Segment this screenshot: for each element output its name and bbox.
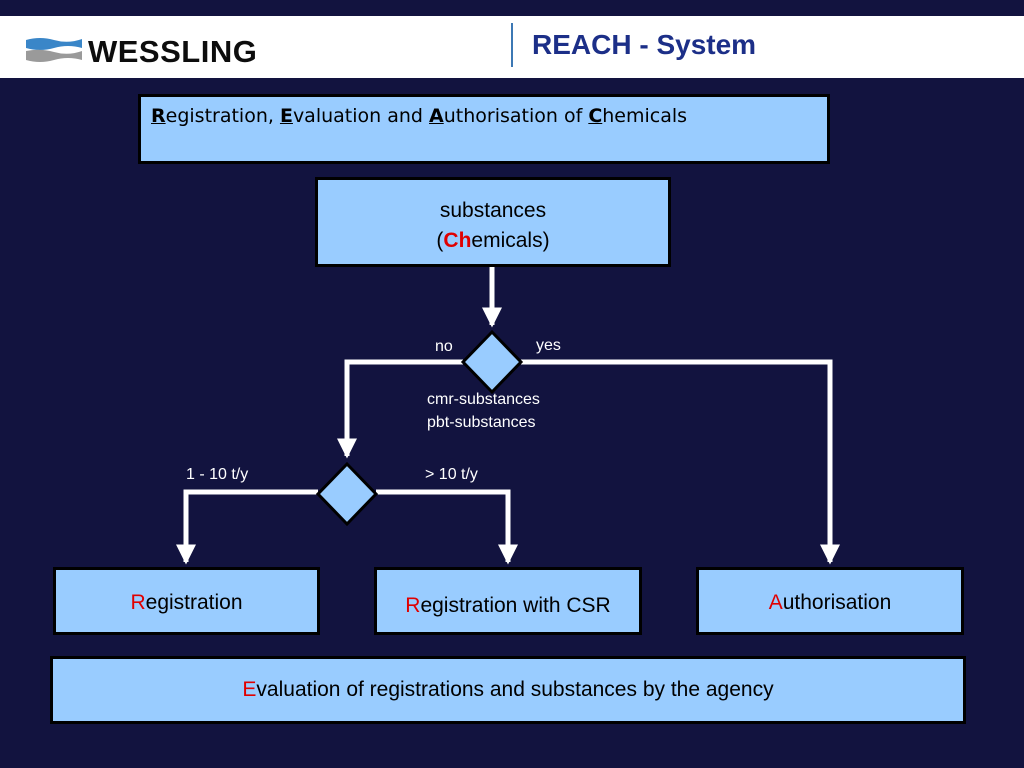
letter-e: E [279, 105, 293, 127]
registration-csr-text: egistration with CSR [420, 594, 611, 617]
header-divider [511, 23, 513, 67]
chemicals-rest: emicals) [471, 229, 550, 252]
reach-definition-box: Registration, Evaluation and Authorisati… [138, 94, 830, 164]
decision-diamond-cmr-pbt [460, 329, 524, 395]
authorisation-accent: A [768, 591, 783, 614]
evaluation-text: valuation of registrations and substance… [256, 678, 774, 701]
wave-logo-icon [26, 38, 82, 62]
text-hemicals: hemicals [602, 105, 688, 127]
cmr-substances-label: cmr-substances [427, 391, 540, 408]
authorisation-box: Authorisation [696, 567, 964, 635]
text-valuation: valuation and [292, 105, 430, 127]
pbt-substances-label: pbt-substances [427, 414, 536, 431]
decision-criteria: cmr-substances pbt-substances [427, 388, 540, 434]
evaluation-accent: E [242, 678, 257, 701]
arrow-over-10-branch [376, 489, 518, 565]
page-title: REACH - System [532, 29, 757, 60]
no-label: no [435, 338, 453, 355]
registration-text: egistration [145, 591, 243, 614]
registration-accent: R [130, 591, 146, 614]
registration-csr-box: Registration with CSR [374, 567, 642, 635]
arrow-1-10-branch [176, 489, 318, 565]
letter-c: C [588, 105, 603, 127]
authorisation-text: uthorisation [782, 591, 892, 614]
ch-accent: Ch [443, 229, 472, 252]
arrow-no-branch [337, 359, 463, 459]
arrow-yes-branch [521, 359, 840, 565]
decision-diamond-tonnage [315, 461, 379, 527]
logo-text: WESSLING [88, 34, 258, 69]
tonnage-low-label: 1 - 10 t/y [186, 466, 249, 483]
tonnage-high-label: > 10 t/y [425, 466, 478, 483]
registration-csr-accent: R [405, 594, 421, 617]
registration-box: Registration [53, 567, 320, 635]
header-bar: WESSLING REACH - System [0, 16, 1024, 78]
evaluation-box: Evaluation of registrations and substanc… [50, 656, 966, 724]
yes-label: yes [536, 337, 561, 354]
letter-a: A [429, 105, 444, 127]
wessling-logo: WESSLING [26, 34, 286, 76]
chemicals-label: (Chemicals) [318, 226, 668, 256]
substances-box: substances (Chemicals) [315, 177, 671, 267]
text-uthorisation: uthorisation of [443, 105, 589, 127]
letter-r: R [151, 105, 166, 127]
substances-label: substances [439, 199, 547, 222]
open-paren: ( [436, 229, 444, 252]
text-egistration: egistration, [165, 105, 280, 127]
